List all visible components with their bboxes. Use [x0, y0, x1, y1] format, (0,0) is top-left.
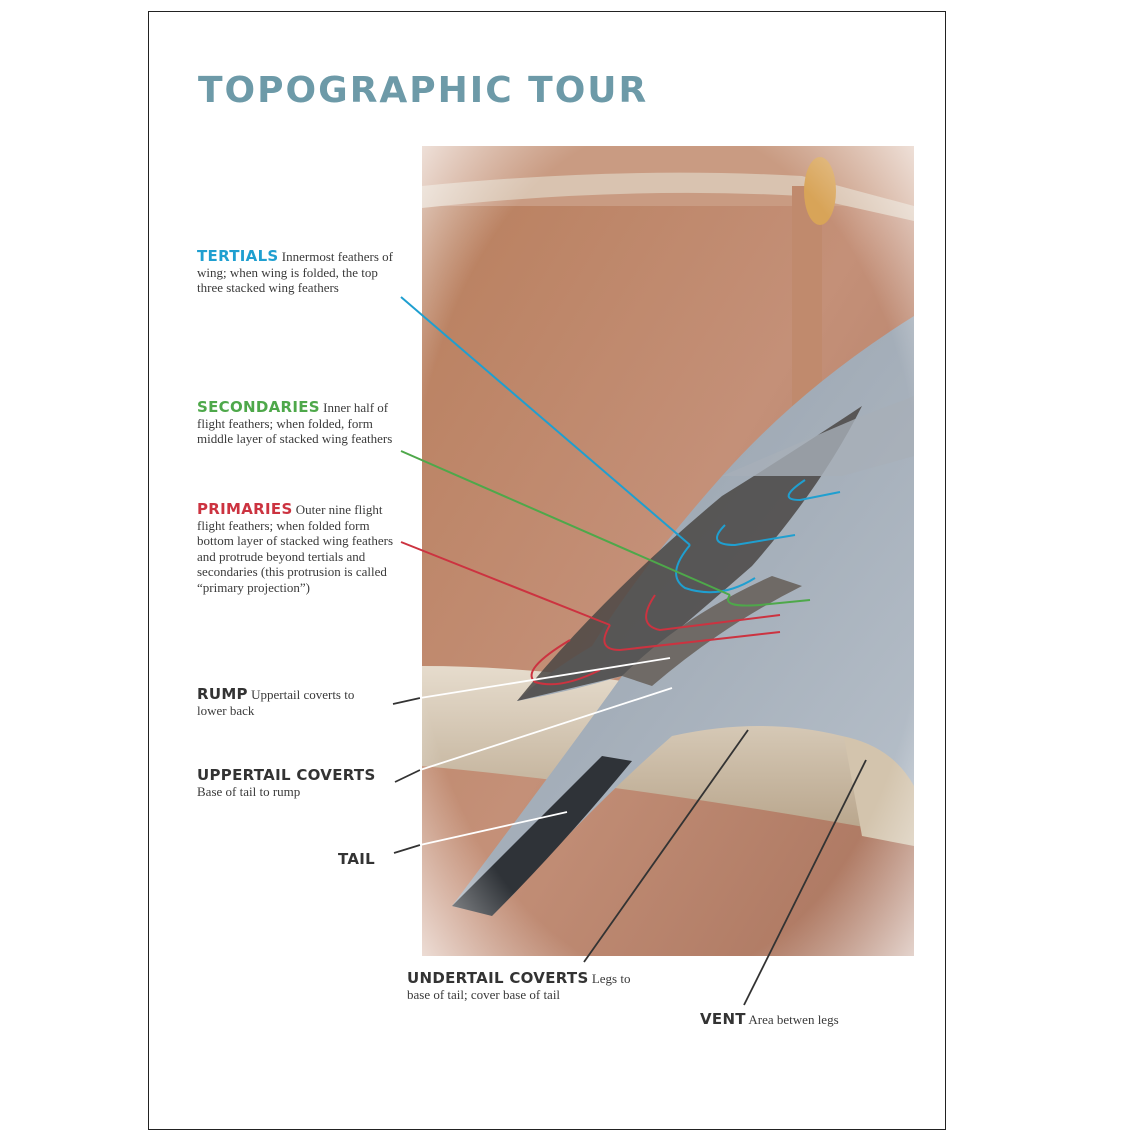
vent-term: VENT	[700, 1010, 746, 1028]
bird-photo	[422, 146, 914, 956]
vent-desc: Area betwen legs	[748, 1012, 839, 1027]
uppertail-coverts-term: UPPERTAIL COVERTS	[197, 766, 376, 784]
label-tertials: TERTIALS Innermost feathers of wing; whe…	[197, 247, 397, 296]
undertail-coverts-term: UNDERTAIL COVERTS	[407, 969, 589, 987]
label-uppertail-coverts: UPPERTAIL COVERTS Base of tail to rump	[197, 766, 397, 799]
secondaries-desc: Inner half of flight feathers; when fold…	[197, 400, 393, 447]
label-secondaries: SECONDARIES Inner half of flight feather…	[197, 398, 393, 447]
undertail-coverts-desc: Legs to base of tail; cover base of tail	[407, 971, 631, 1002]
label-tail: TAIL	[338, 850, 398, 868]
rump-desc: Uppertail coverts to lower back	[197, 687, 355, 718]
primaries-term: PRIMARIES	[197, 500, 293, 518]
tail-term: TAIL	[338, 850, 376, 868]
tertials-desc: Innermost feathers of wing; when wing is…	[197, 249, 393, 296]
tertials-term: TERTIALS	[197, 247, 279, 265]
label-vent: VENT Area betwen legs	[700, 1010, 900, 1028]
secondaries-term: SECONDARIES	[197, 398, 320, 416]
primaries-desc: Outer nine flight flight feathers; when …	[197, 502, 394, 595]
label-undertail-coverts: UNDERTAIL COVERTS Legs to base of tail; …	[407, 969, 647, 1002]
label-rump: RUMP Uppertail coverts to lower back	[197, 685, 377, 718]
page-title: TOPOGRAPHIC TOUR	[198, 70, 649, 111]
uppertail-coverts-desc: Base of tail to rump	[197, 783, 301, 799]
label-primaries: PRIMARIES Outer nine flight flight feath…	[197, 500, 394, 596]
rump-term: RUMP	[197, 685, 248, 703]
